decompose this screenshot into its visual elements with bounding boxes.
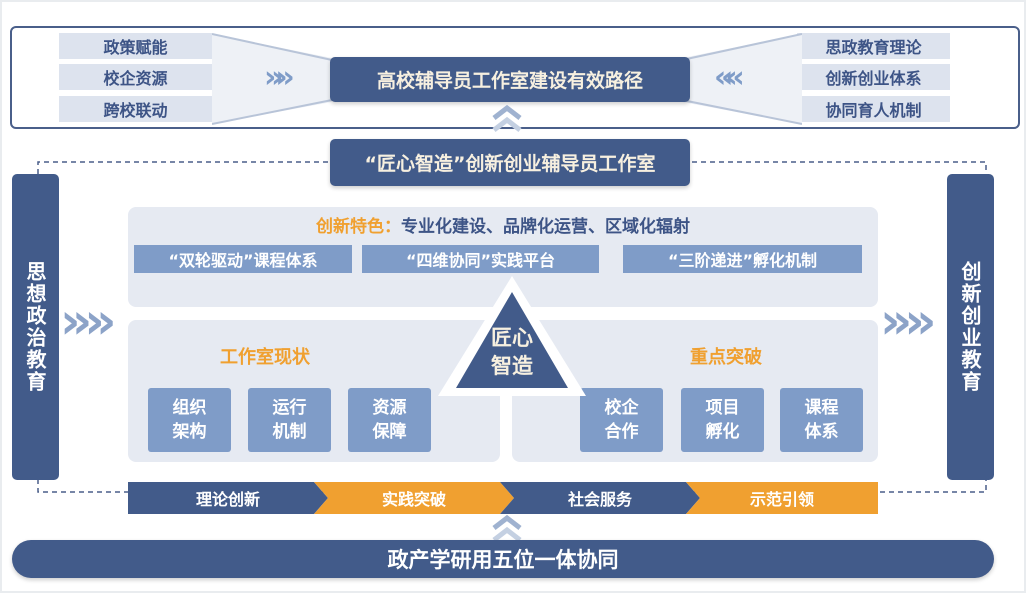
right-item: 思政教育理论 — [797, 33, 950, 59]
process-step: 社会服务 — [500, 482, 700, 514]
core-line: 智造 — [491, 354, 533, 378]
studio-title: “匠心智造”创新创业辅导员工作室 — [330, 139, 690, 186]
feature-label: 创新特色： — [316, 217, 401, 237]
breakthrough-item: 校企合作 — [580, 388, 663, 452]
right-pillar: 创新创业教育 — [947, 174, 994, 480]
chevron-right-icon: »» — [880, 292, 937, 350]
core-label: 匠心智造 — [472, 324, 552, 380]
chevron-left-icon: «« — [714, 60, 745, 95]
status-item: 组织架构 — [148, 388, 231, 452]
left-pillar: 思想政治教育 — [12, 174, 59, 480]
status-item: 资源保障 — [348, 388, 431, 452]
core-line: 匠心 — [491, 326, 533, 350]
feature-heading: 创新特色：专业化建设、品牌化运营、区域化辐射 — [128, 212, 878, 237]
bottom-foundation: 政产学研用五位一体协同 — [12, 540, 994, 578]
left-item: 跨校联动 — [59, 96, 212, 122]
process-step: 示范引领 — [686, 482, 878, 514]
breakthrough-item: 课程体系 — [780, 388, 863, 452]
right-item: 协同育人机制 — [797, 96, 950, 122]
chevron-right-icon: »» — [60, 292, 117, 350]
chevron-up-icon — [492, 514, 522, 542]
breakthrough-item: 项目孵化 — [681, 388, 764, 452]
status-item: 运行机制 — [248, 388, 331, 452]
left-item: 政策赋能 — [59, 33, 212, 59]
left-item: 校企资源 — [59, 64, 212, 90]
right-item: 创新创业体系 — [797, 64, 950, 90]
feature-text: 专业化建设、品牌化运营、区域化辐射 — [401, 217, 690, 237]
process-step: 理论创新 — [128, 482, 328, 514]
funnel-lines — [212, 33, 802, 125]
status-title: 工作室现状 — [220, 347, 310, 368]
path-title: 高校辅导员工作室建设有效路径 — [330, 57, 690, 102]
feature-tag: “三阶递进”孵化机制 — [623, 245, 862, 273]
chevron-right-icon: »» — [264, 60, 295, 95]
core-triangle — [438, 276, 586, 396]
feature-tag: “双轮驱动”课程体系 — [134, 245, 352, 273]
process-step: 实践突破 — [314, 482, 514, 514]
chevron-up-icon — [492, 104, 522, 132]
feature-tag: “四维协同”实践平台 — [362, 245, 599, 273]
breakthrough-title: 重点突破 — [690, 347, 762, 368]
